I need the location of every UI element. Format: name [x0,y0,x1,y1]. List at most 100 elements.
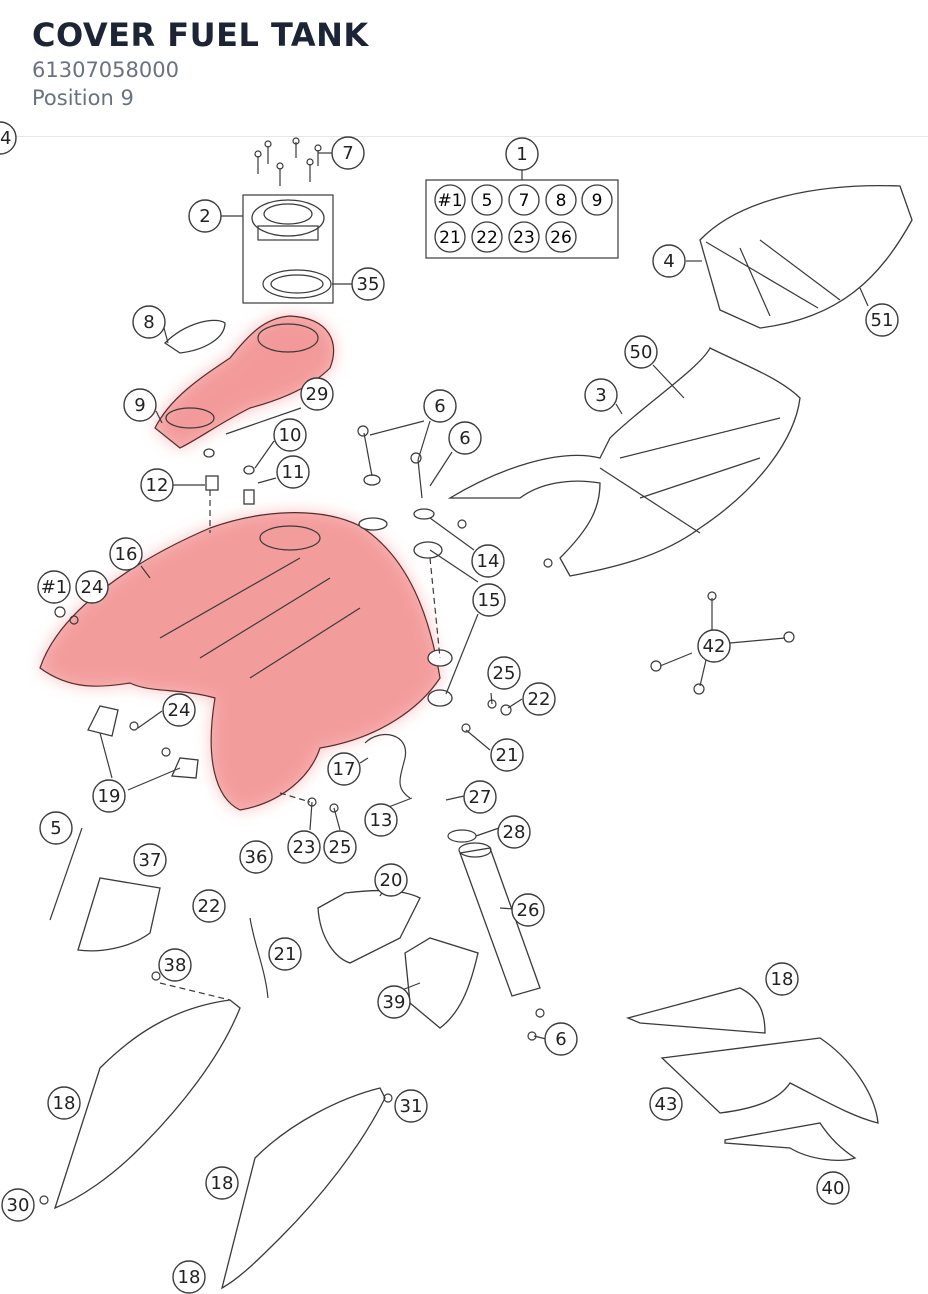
callout-bubble: 12 [140,468,174,502]
callout-label: 29 [306,384,329,405]
callout-label: 21 [496,745,519,766]
callout-circle [276,455,310,489]
callout-circle [374,863,408,897]
callout-bubble: 14 [471,544,505,578]
callout-bubble: 11 [276,455,310,489]
svg-text:#1: #1 [437,191,462,211]
svg-text:5: 5 [482,191,493,211]
callout-circle [584,378,618,412]
callout-bubble: 51 [865,303,899,337]
callout-label: 31 [400,1096,423,1117]
hose-20 [249,917,269,999]
callout-circle [92,779,126,813]
fuel-tank [39,512,441,811]
callout-label: 24 [0,128,11,149]
callout-label: 23 [293,837,316,858]
decal-42 [724,1122,857,1161]
callout-circle [765,962,799,996]
page-title: COVER FUEL TANK [32,16,369,54]
part-drawings [39,137,913,1290]
callout-bubble: 21 [268,937,302,971]
callout-label: 42 [703,636,726,657]
callout-label: 20 [380,870,403,891]
callout-circle [0,121,17,155]
callout-kit-2: 5 [471,184,503,216]
callout-bubble: 22 [192,889,226,923]
callout-bubble: 38 [158,948,192,982]
callout-bubble: 43 [649,1087,683,1121]
bracket-17b [171,757,199,779]
callout-bubble: 6 [423,389,457,423]
decal-40 [660,1037,879,1124]
callout-label: 19 [98,786,121,807]
callout-circle [188,199,222,233]
callout-bubble: 24 [0,121,17,155]
callout-kit-4: 8 [545,184,577,216]
callout-label: 6 [459,428,470,449]
callout-bubble: 17 [327,752,361,786]
callout-circle [448,421,482,455]
side-panel-31 [53,999,241,1210]
callout-kit-3: 7 [508,184,540,216]
callout-circle [511,893,545,927]
callout-label: 21 [274,944,297,965]
callout-circle [364,803,398,837]
callout-kit-5: 9 [581,184,613,216]
screws-7 [254,137,322,186]
part-header: COVER FUEL TANK 61307058000 Position 9 [0,0,928,137]
callout-label: 36 [245,847,268,868]
callout-label: 5 [50,818,61,839]
position-label: Position 9 [32,86,134,110]
callout-label: 27 [469,787,492,808]
callout-circle [140,468,174,502]
callout-circle [865,303,899,337]
svg-text:9: 9 [592,191,603,211]
callout-circle [463,780,497,814]
callout-label: 24 [81,577,104,598]
callout-circle [522,682,556,716]
bracket-17a [87,705,119,737]
callout-bubble: 20 [374,863,408,897]
callout-bubble: 36 [239,840,273,874]
callout-circle [133,843,167,877]
part-37 [49,827,83,921]
callout-bubble: 42 [697,629,731,663]
callout-label: 14 [477,551,500,572]
callout-bubble: 8 [132,305,166,339]
callout-circle [697,629,731,663]
callout-bubble: 4 [652,244,686,278]
callout-bubble: 50 [624,335,658,369]
callout-label: 15 [478,590,501,611]
callout-label: 6 [434,396,445,417]
callout-circle [351,267,385,301]
callout-label: 24 [168,700,191,721]
callout-label: 4 [663,251,674,272]
callout-label: 11 [282,462,305,483]
callout-circle [39,811,73,845]
svg-text:7: 7 [519,191,530,211]
callout-circle [205,1166,239,1200]
callout-label: 13 [370,810,393,831]
callout-label: 22 [198,896,221,917]
callout-circle [172,1260,206,1294]
callout-bubble: 25 [323,830,357,864]
callout-bubble: 5 [39,811,73,845]
callout-circle [300,377,334,411]
callout-circle [377,985,411,1019]
callout-kit-7: 22 [471,221,503,253]
fuel-cap [251,199,325,237]
callout-circle [544,1022,578,1056]
svg-text:26: 26 [550,228,572,248]
bracket-8 [163,319,226,354]
callout-circle [37,570,71,604]
callout-bubble: 31 [394,1089,428,1123]
callout-circle [132,305,166,339]
callout-label: 51 [871,310,894,331]
callout-circle [471,544,505,578]
part-38 [404,937,479,1029]
callout-bubble: 39 [377,985,411,1019]
callout-bubble: 29 [300,377,334,411]
callout-bubble: 26 [511,893,545,927]
rider-seat [447,347,801,577]
